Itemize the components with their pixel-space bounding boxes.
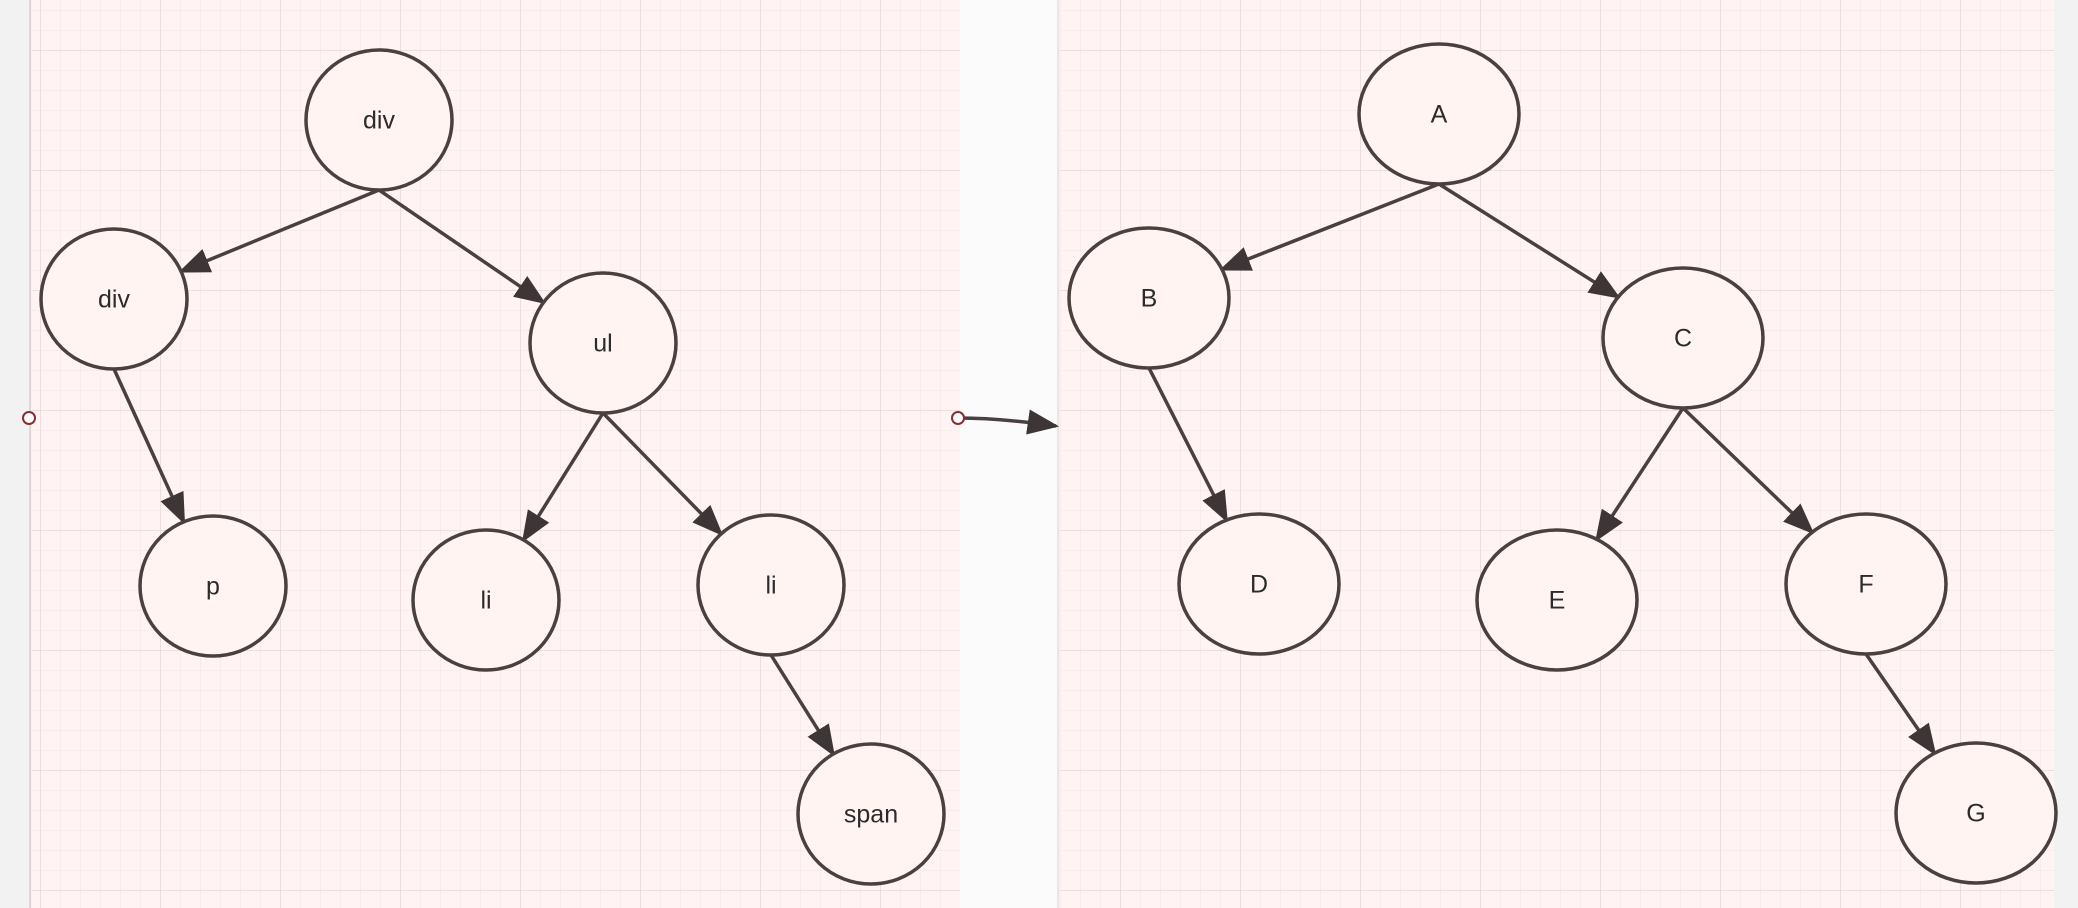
dom-tree: div div ul p li li span <box>39 48 946 886</box>
tree-node[interactable]: span <box>796 742 946 886</box>
tree-edge-arrow[interactable] <box>378 188 547 305</box>
tree-node[interactable]: li <box>696 513 846 657</box>
left-gutter <box>0 0 30 908</box>
selection-handle-left[interactable] <box>22 411 36 425</box>
letter-tree: A B C D E F G <box>1067 42 2058 885</box>
tree-node[interactable]: ul <box>528 271 678 415</box>
node-label: B <box>1141 285 1158 313</box>
tree-node[interactable]: A <box>1357 42 1521 186</box>
tree-node[interactable]: div <box>304 48 454 192</box>
tree-node[interactable]: B <box>1067 226 1231 370</box>
tree-edge-arrow[interactable] <box>1681 406 1815 535</box>
right-gutter <box>2054 0 2078 908</box>
tree-edge-arrow[interactable] <box>1147 367 1228 523</box>
selection-handle-right[interactable] <box>951 411 965 425</box>
node-label: E <box>1549 587 1566 615</box>
tree-node[interactable]: G <box>1894 741 2058 885</box>
tree-node[interactable]: E <box>1475 528 1639 672</box>
tree-edge-arrow[interactable] <box>112 368 186 525</box>
node-label: div <box>363 107 395 135</box>
tree-node[interactable]: p <box>138 514 288 658</box>
left-grid-lines <box>32 0 960 908</box>
tree-edge-arrow[interactable] <box>1219 182 1440 271</box>
node-label: span <box>844 801 898 829</box>
node-label: C <box>1674 325 1692 353</box>
node-label: div <box>98 286 130 314</box>
tree-node[interactable]: li <box>411 528 561 672</box>
tree-edge-arrow[interactable] <box>1864 653 1937 756</box>
node-label: p <box>206 573 220 601</box>
tree-edge-arrow[interactable] <box>178 188 380 274</box>
tree-edge-arrow[interactable] <box>769 654 835 757</box>
tree-edge-arrow[interactable] <box>601 411 724 537</box>
tree-node[interactable]: D <box>1177 512 1341 656</box>
tree-node[interactable]: F <box>1784 512 1948 656</box>
edges-layer <box>112 182 1937 757</box>
tree-edge-arrow[interactable] <box>521 412 605 543</box>
node-label: G <box>1966 800 1985 828</box>
node-label: li <box>480 587 491 615</box>
node-label: F <box>1858 571 1873 599</box>
tree-edge-arrow[interactable] <box>1438 182 1621 299</box>
tree-node[interactable]: C <box>1601 266 1765 410</box>
node-label: ul <box>593 330 612 358</box>
transform-arrow[interactable] <box>957 409 1060 435</box>
right-grid-lines <box>1060 0 2054 908</box>
node-label: li <box>765 572 776 600</box>
panel-gap <box>960 0 1058 908</box>
node-label: D <box>1250 571 1268 599</box>
node-label: A <box>1431 101 1448 129</box>
tree-node[interactable]: div <box>39 227 189 371</box>
tree-edge-arrow[interactable] <box>1595 407 1685 542</box>
